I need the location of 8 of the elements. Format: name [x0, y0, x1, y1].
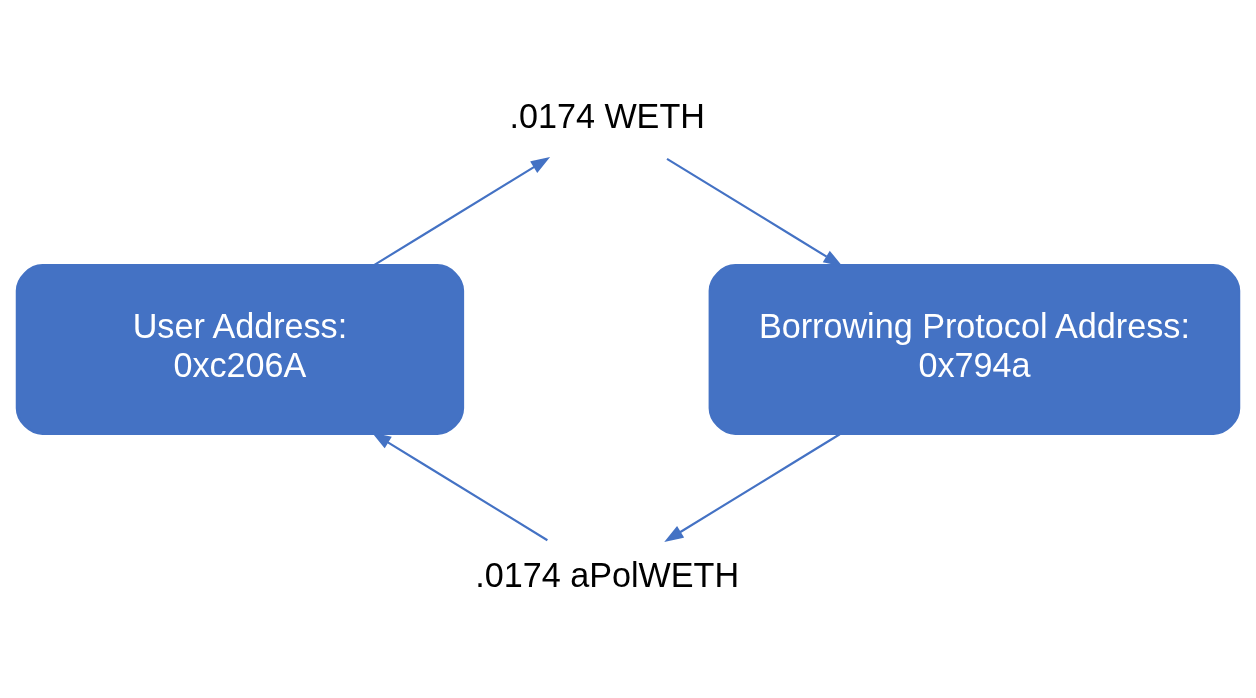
- arrow: [664, 432, 841, 542]
- arrow: [666, 157, 843, 267]
- node-box: Borrowing Protocol Address: 0x794a: [708, 263, 1241, 435]
- node-text: .0174 aPolWETH: [475, 555, 740, 594]
- arrow: [371, 432, 548, 541]
- node-text: .0174 WETH: [509, 96, 705, 135]
- node-box: User Address: 0xc206A: [15, 263, 465, 435]
- arrow: [373, 156, 551, 266]
